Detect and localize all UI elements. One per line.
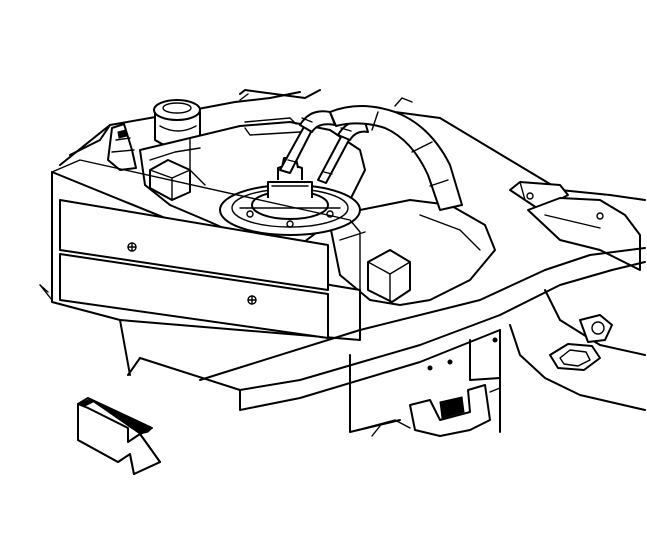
- mount-bolt: [549, 314, 613, 371]
- frame-rail: [139, 247, 646, 433]
- filler-hose: [329, 105, 463, 211]
- filler-cap: [153, 99, 201, 149]
- tank-bracket: [107, 123, 137, 171]
- tank-shield: [39, 159, 361, 341]
- crossmember: [349, 384, 501, 437]
- direction-arrow-icon: [77, 397, 161, 475]
- right-panel: [509, 181, 641, 271]
- fuel-lines: [279, 110, 369, 184]
- lower-left-body: [119, 319, 141, 376]
